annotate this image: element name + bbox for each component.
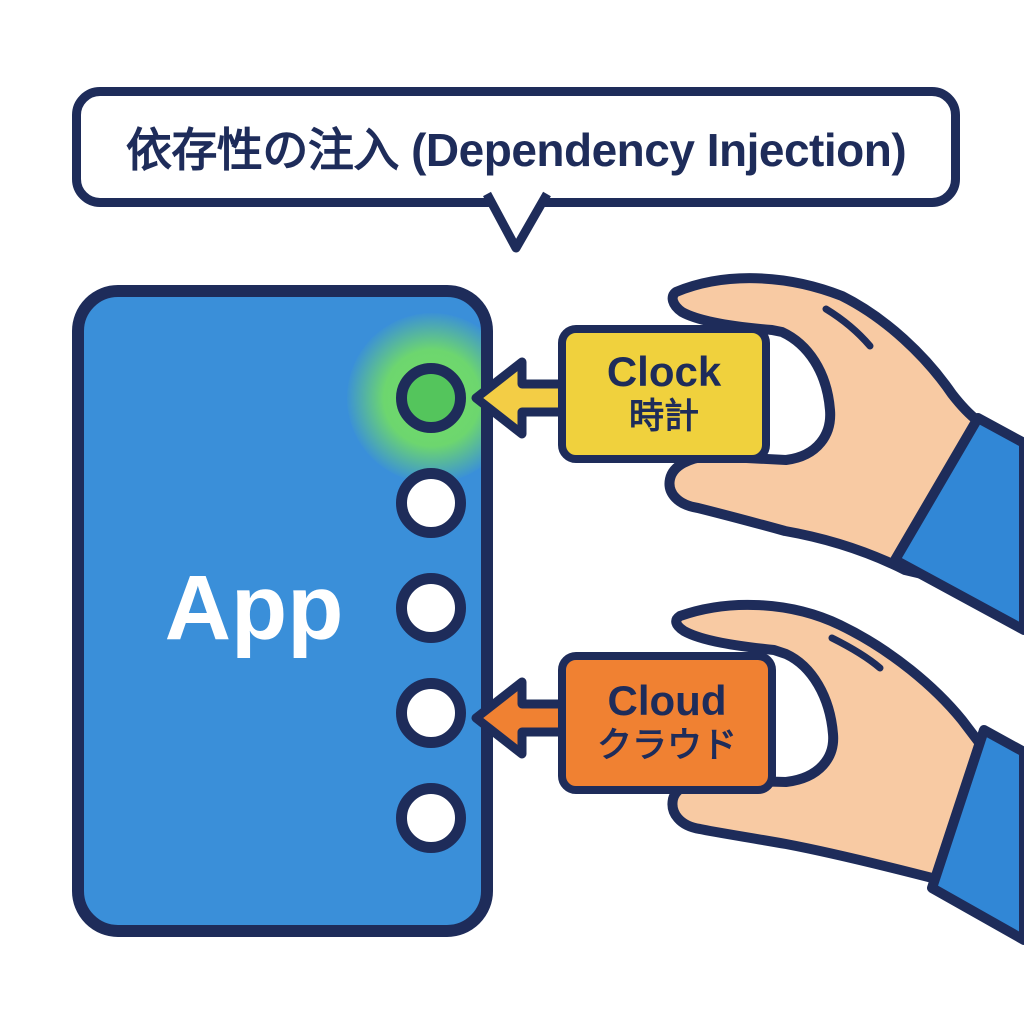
bottom-sleeve-icon bbox=[927, 725, 1024, 945]
port-empty bbox=[396, 783, 466, 853]
top-hand-crease-icon bbox=[822, 305, 874, 350]
app-box: App bbox=[72, 285, 493, 937]
port-filled bbox=[396, 363, 466, 433]
port-empty bbox=[396, 573, 466, 643]
app-label: App bbox=[164, 557, 344, 659]
bottom-hand-crease-icon bbox=[828, 634, 884, 672]
cloud-module-name: Cloud bbox=[607, 677, 727, 725]
cloud-module-name-ja: クラウド bbox=[596, 726, 737, 766]
top-sleeve-icon bbox=[890, 413, 1024, 635]
clock-module-name: Clock bbox=[606, 348, 722, 396]
clock-module: Clock 時計 bbox=[558, 325, 770, 463]
port-empty bbox=[396, 468, 466, 538]
port-empty bbox=[396, 678, 466, 748]
cloud-module: Cloud クラウド bbox=[558, 652, 776, 794]
title-bubble: 依存性の注入 (Dependency Injection) bbox=[72, 87, 960, 207]
title-text: 依存性の注入 (Dependency Injection) bbox=[125, 124, 907, 176]
clock-module-name-ja: 時計 bbox=[628, 397, 699, 437]
